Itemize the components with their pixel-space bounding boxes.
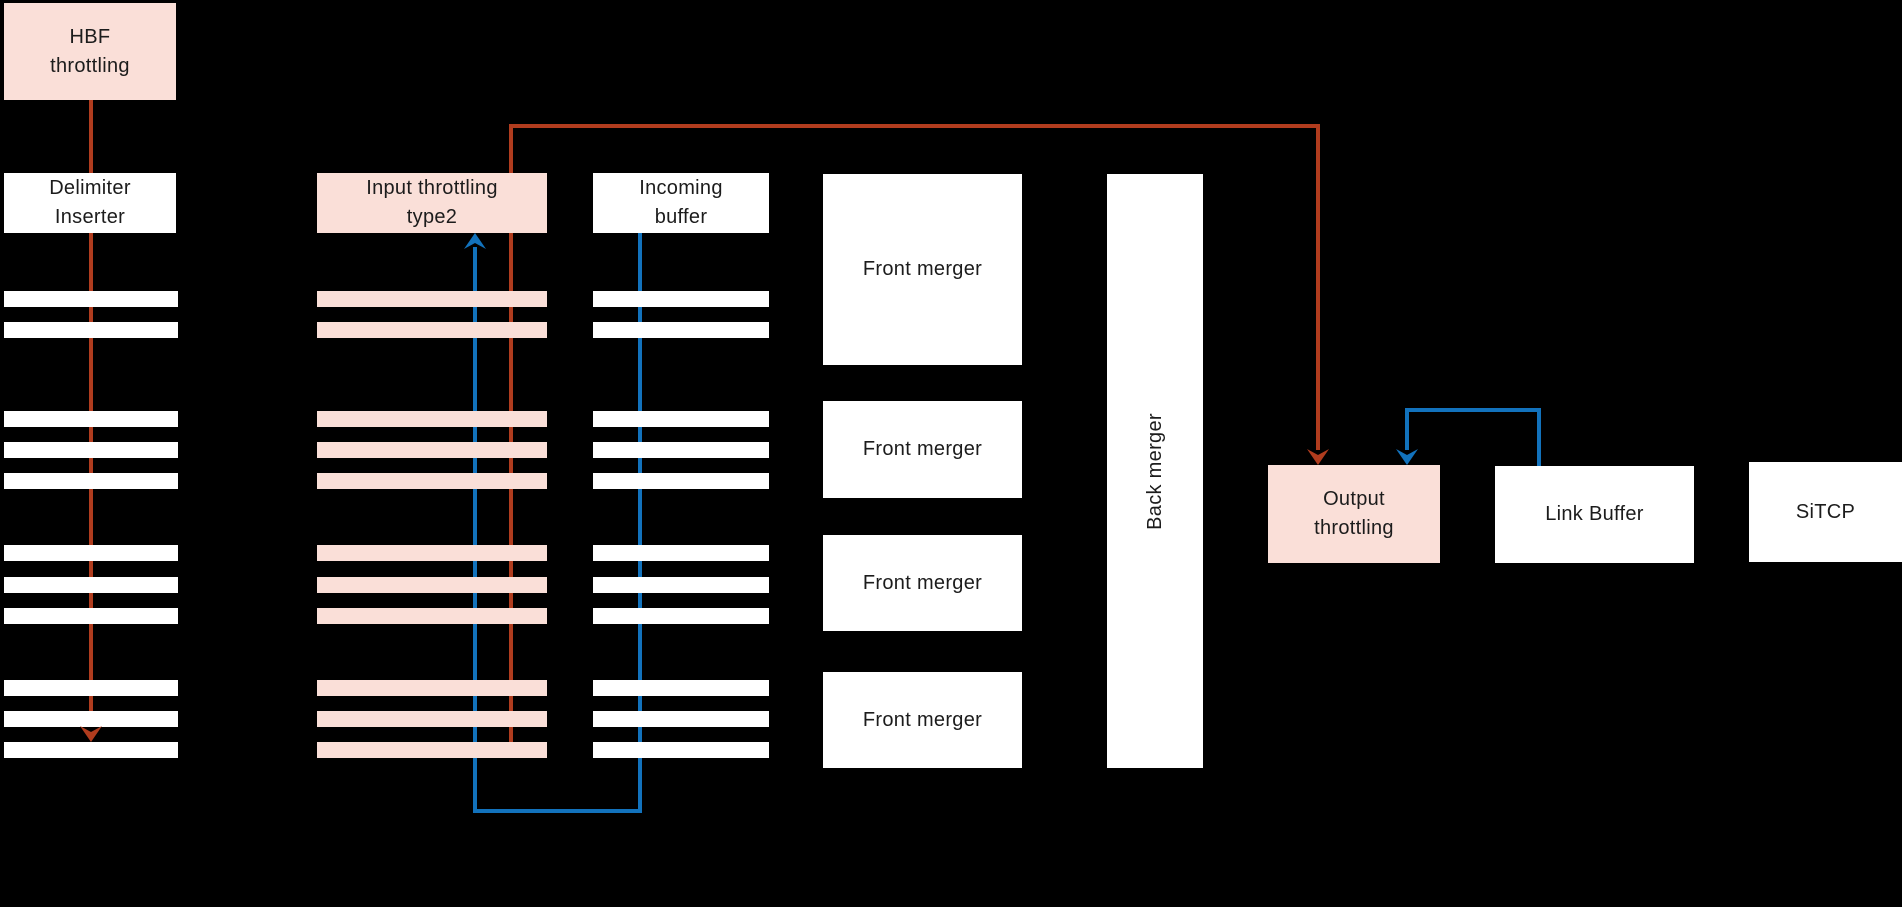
queue-bottom-horizontal xyxy=(473,809,642,813)
incoming-buffer-queue-bar xyxy=(593,711,769,727)
back-merger-box: Back merger xyxy=(1107,174,1203,768)
delimiter-inserter-queue-bar xyxy=(4,442,178,458)
input-throttling-type2-box: Input throttling type2 xyxy=(317,173,547,233)
incoming-buffer-queue-bar xyxy=(593,577,769,593)
input-throttling-queue-bar xyxy=(317,577,547,593)
link-buffer-box: Link Buffer xyxy=(1495,466,1694,563)
input-throttling-queue-bar xyxy=(317,322,547,338)
delimiter-inserter-box: Delimiter Inserter xyxy=(4,173,176,233)
incoming-buffer-box: Incoming buffer xyxy=(593,173,769,233)
delimiter-inserter-queue-bar xyxy=(4,680,178,696)
input-throttling-queue-bar xyxy=(317,711,547,727)
front-merger-box-1: Front merger xyxy=(823,174,1022,365)
incoming-buffer-queue-bar xyxy=(593,742,769,758)
sitcp-box: SiTCP xyxy=(1749,462,1902,562)
delimiter-inserter-queue-bar xyxy=(4,473,178,489)
input-throttling-queue-bar xyxy=(317,742,547,758)
hbf-throttling-box: HBF throttling xyxy=(4,3,176,100)
back-merger-label: Back merger xyxy=(1143,412,1166,530)
input-throttling-queue-bar xyxy=(317,608,547,624)
incoming-buffer-queue-bar xyxy=(593,291,769,307)
throttle-route-horizontal xyxy=(509,124,1320,128)
delimiter-inserter-queue-bar xyxy=(4,322,178,338)
delimiter-inserter-queue-bar xyxy=(4,411,178,427)
incoming-buffer-queue-bar xyxy=(593,608,769,624)
linkbuffer-route-horizontal xyxy=(1405,408,1541,412)
input-throttling-queue-bar xyxy=(317,291,547,307)
input-throttling-queue-red-line xyxy=(509,233,513,750)
red-arrowhead-output-throttling xyxy=(1307,449,1329,465)
incoming-buffer-queue-blue-line xyxy=(638,233,642,813)
input-throttling-queue-bar xyxy=(317,680,547,696)
linkbuffer-route-down-right xyxy=(1537,408,1541,466)
front-merger-box-3: Front merger xyxy=(823,535,1022,631)
throttle-route-up-segment xyxy=(509,124,513,173)
incoming-buffer-queue-bar xyxy=(593,442,769,458)
input-throttling-queue-bar xyxy=(317,545,547,561)
front-merger-box-4: Front merger xyxy=(823,672,1022,768)
delimiter-inserter-queue-bar xyxy=(4,742,178,758)
throttle-route-down-segment xyxy=(1316,124,1320,450)
delimiter-inserter-queue-bar xyxy=(4,711,178,727)
linkbuffer-route-down-left xyxy=(1405,408,1409,450)
input-throttling-queue-bar xyxy=(317,411,547,427)
incoming-buffer-queue-bar xyxy=(593,545,769,561)
delimiter-inserter-queue-bar xyxy=(4,577,178,593)
input-throttling-queue-bar xyxy=(317,473,547,489)
output-throttling-box: Output throttling xyxy=(1268,465,1440,563)
incoming-buffer-queue-bar xyxy=(593,680,769,696)
red-arrowhead-delimiter-queue xyxy=(80,726,102,742)
input-throttling-queue-bar xyxy=(317,442,547,458)
incoming-buffer-queue-bar xyxy=(593,411,769,427)
incoming-buffer-queue-bar xyxy=(593,322,769,338)
delimiter-inserter-queue-bar xyxy=(4,608,178,624)
delimiter-inserter-queue-bar xyxy=(4,545,178,561)
incoming-buffer-queue-bar xyxy=(593,473,769,489)
blue-arrowhead-output-throttling xyxy=(1396,449,1418,465)
input-throttling-queue-blue-line xyxy=(473,247,477,813)
hbf-to-delimiter-line xyxy=(89,100,93,173)
blue-arrowhead-input-throttling xyxy=(464,233,486,249)
front-merger-box-2: Front merger xyxy=(823,401,1022,498)
delimiter-inserter-queue-bar xyxy=(4,291,178,307)
